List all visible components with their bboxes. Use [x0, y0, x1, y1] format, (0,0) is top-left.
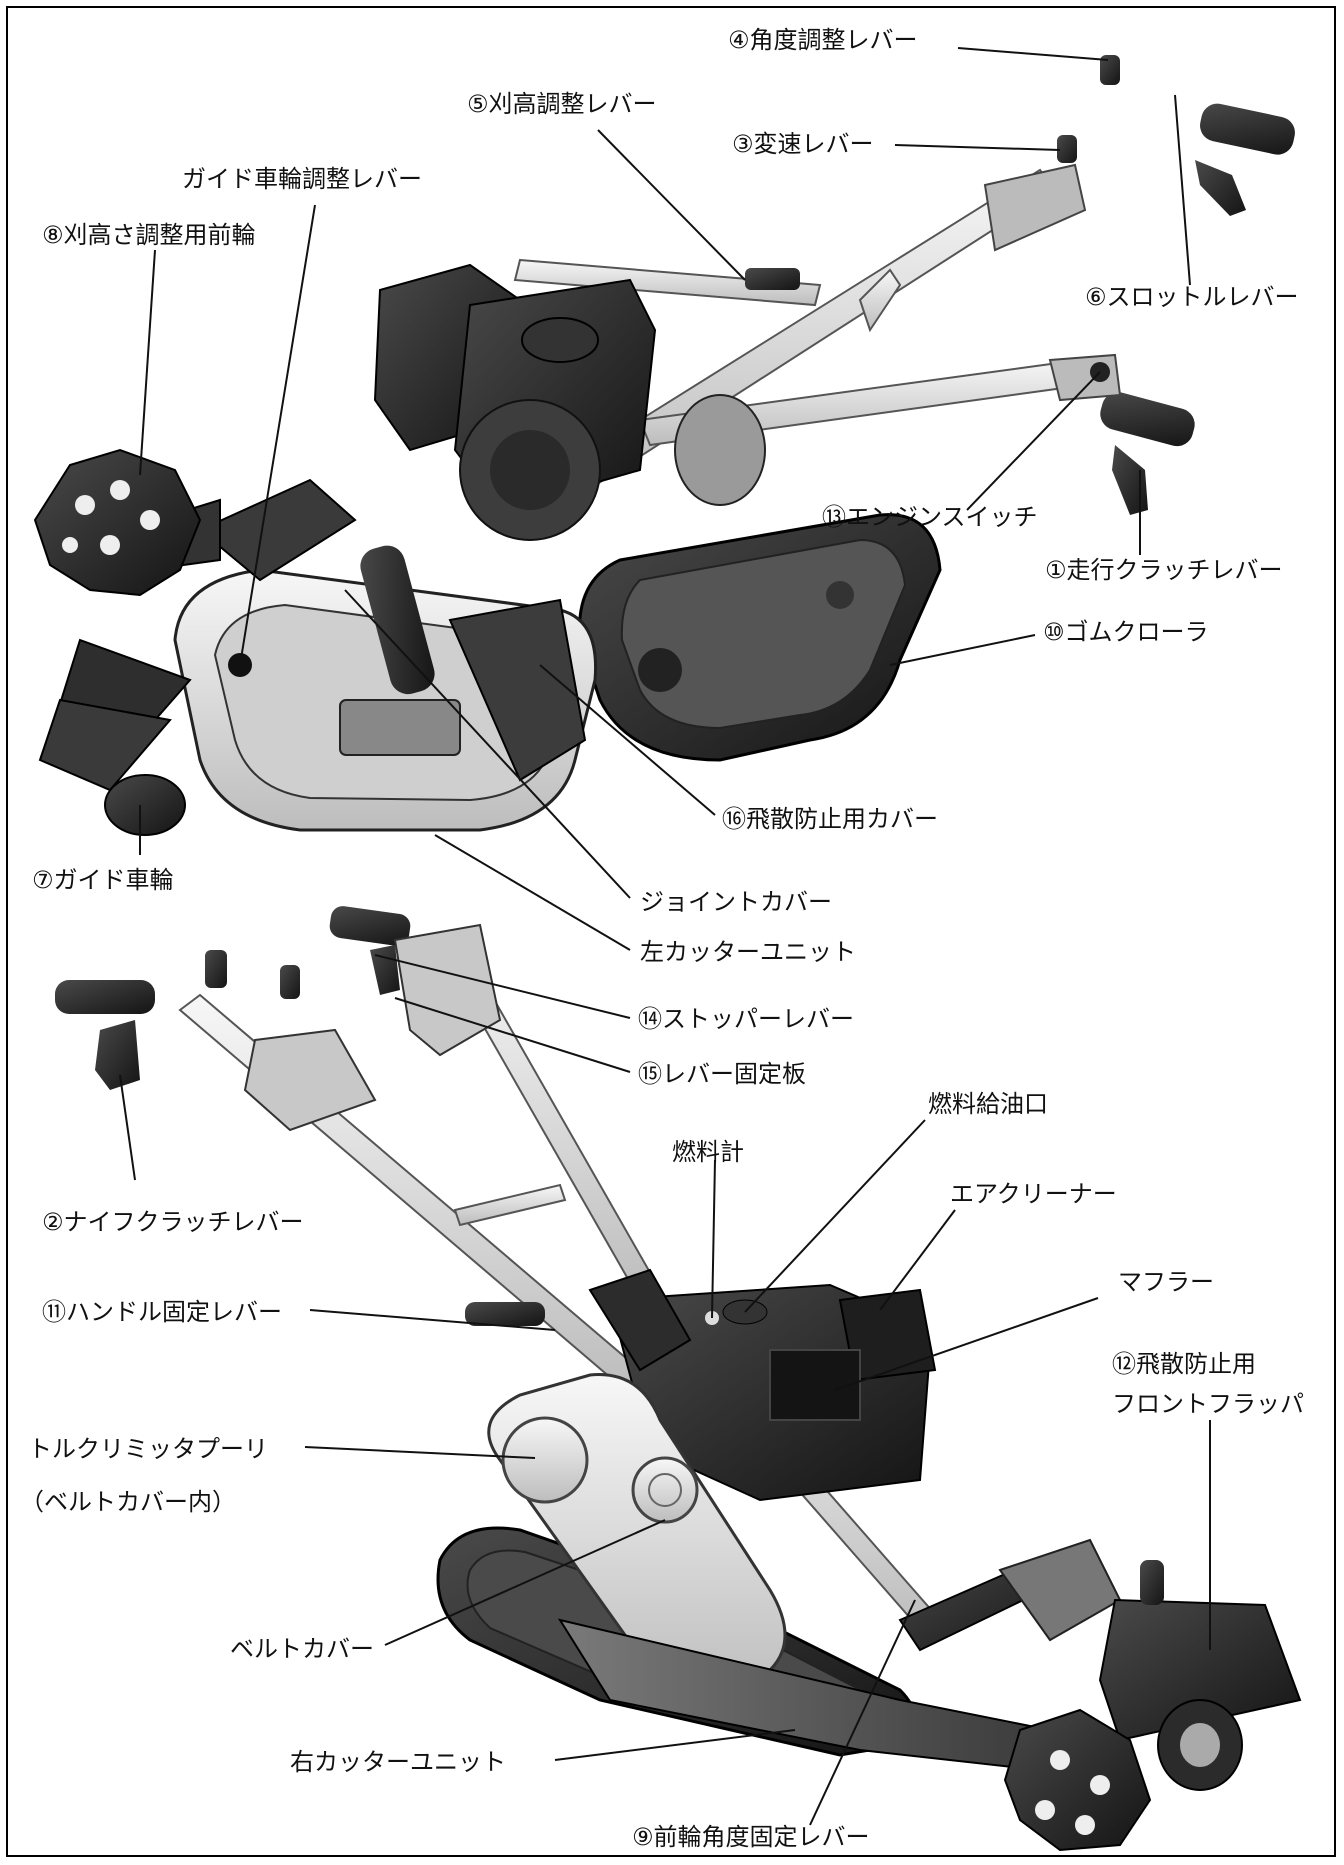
label-stopper-lever: ⑭ストッパーレバー — [638, 1005, 854, 1033]
bottom-machine — [55, 906, 1302, 1852]
angle-lever-knob-icon — [1100, 55, 1120, 85]
lever-plate-lever-icon — [370, 945, 400, 995]
label-front-flap-line1: ⑫飛散防止用 — [1112, 1350, 1256, 1378]
label-belt-cover: ベルトカバー — [230, 1635, 374, 1663]
top-grips — [745, 55, 1295, 515]
label-left-cutter-unit: 左カッターユニット — [640, 938, 856, 966]
label-air-cleaner: エアクリーナー — [950, 1180, 1117, 1208]
top-left-cutter — [38, 478, 598, 832]
bottom-grips — [55, 906, 545, 1326]
label-handle-lock-lever: ⑪ハンドル固定レバー — [42, 1298, 282, 1326]
label-angle-lever: ④角度調整レバー — [728, 26, 918, 54]
label-guide-wheel-adjust-lever: ガイド車輪調整レバー — [182, 165, 422, 193]
top-guide-wheel — [104, 774, 186, 836]
figure-frame — [6, 6, 1336, 1857]
label-joint-cover: ジョイントカバー — [640, 888, 832, 916]
top-front-wheel — [33, 448, 202, 597]
label-travel-clutch-lever: ①走行クラッチレバー — [1045, 556, 1283, 584]
joint-cover-icon — [360, 545, 435, 695]
label-torque-limiter: トルクリミッタプーリ — [28, 1435, 268, 1463]
engine-switch-box — [1048, 353, 1122, 402]
knife-clutch-lever-icon — [95, 1020, 140, 1090]
height-lever-grip-icon — [745, 268, 800, 290]
label-lever-plate: ⑮レバー固定板 — [638, 1060, 806, 1088]
label-height-lever: ⑤刈高調整レバー — [467, 90, 657, 118]
label-shift-lever: ③変速レバー — [732, 130, 874, 158]
label-rubber-crawler: ⑩ゴムクローラ — [1043, 618, 1209, 646]
stopper-lever-plate — [393, 923, 502, 1057]
label-fuel-gauge: 燃料計 — [672, 1138, 744, 1166]
top-machine — [33, 55, 1295, 836]
bottom-engine — [588, 1268, 937, 1502]
travel-clutch-lever-icon — [1112, 445, 1148, 515]
scatter-cover-plate — [448, 598, 587, 782]
label-fuel-filler: 燃料給油口 — [928, 1090, 1048, 1118]
top-rubber-crawler — [578, 513, 942, 762]
label-knife-clutch-lever: ②ナイフクラッチレバー — [42, 1208, 304, 1236]
leader-lines — [119, 47, 1211, 1826]
shift-lever-knob-icon — [1057, 135, 1077, 163]
throttle-lever-icon — [1195, 160, 1246, 216]
top-control-box — [983, 163, 1087, 252]
label-right-cutter-unit: 右カッターユニット — [290, 1748, 506, 1776]
label-front-wheel-angle-lever: ⑨前輪角度固定レバー — [632, 1823, 870, 1851]
bottom-lever-knob-icon — [205, 950, 227, 988]
label-front-flap-line2: フロントフラッパ — [1112, 1390, 1304, 1418]
label-front-wheel: ⑧刈高さ調整用前輪 — [42, 221, 256, 249]
label-torque-limiter-note: （ベルトカバー内） — [20, 1488, 236, 1516]
label-throttle-lever: ⑥スロットルレバー — [1085, 283, 1299, 311]
bottom-front-wheel — [1003, 1708, 1152, 1852]
torque-limiter-pulley-icon — [501, 1416, 589, 1504]
top-engine — [373, 263, 766, 541]
label-scatter-cover: ⑯飛散防止用カバー — [722, 805, 938, 833]
muffler-icon — [769, 1349, 861, 1421]
top-fuel-cap-icon — [521, 317, 599, 363]
label-engine-switch: ⑬エンジンスイッチ — [822, 503, 1038, 531]
bottom-control-box — [243, 1028, 377, 1132]
label-guide-wheel: ⑦ガイド車輪 — [32, 866, 174, 894]
label-muffler: マフラー — [1118, 1268, 1214, 1296]
